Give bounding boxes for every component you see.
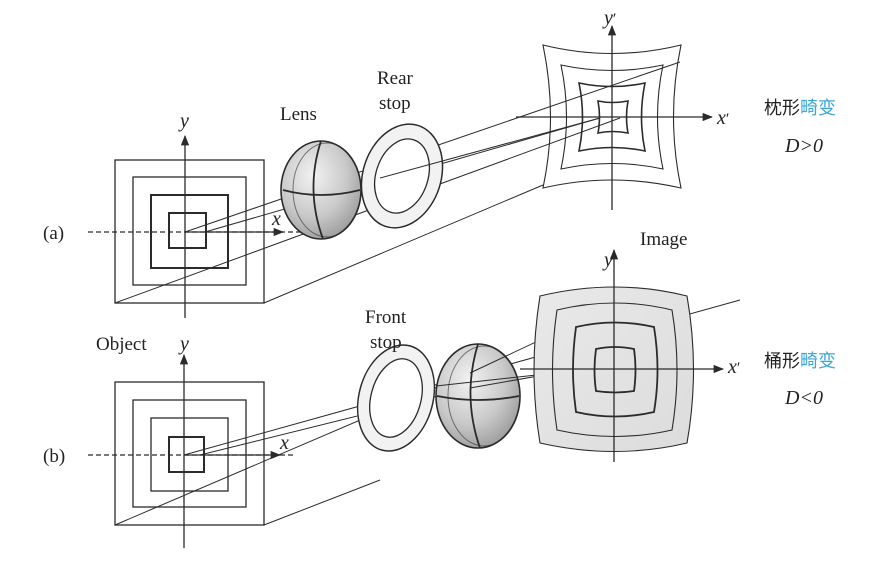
image-label: Image bbox=[640, 229, 687, 250]
x-axis-label-b: x bbox=[279, 432, 289, 454]
panel-a-label: (a) bbox=[43, 223, 64, 244]
panel-b: (b) Object Image Front stop y x y′ x′ 桶形… bbox=[43, 229, 836, 548]
lens-a bbox=[280, 140, 362, 240]
y-prime-label-a: y′ bbox=[602, 7, 616, 29]
pincushion-image bbox=[542, 44, 682, 189]
object-label: Object bbox=[96, 334, 147, 355]
front-stop-label-line1: Front bbox=[365, 307, 407, 328]
panel-b-label: (b) bbox=[43, 446, 65, 467]
x-prime-label-b: x′ bbox=[727, 356, 740, 378]
front-stop-b bbox=[356, 344, 436, 452]
front-stop-label-line2: stop bbox=[370, 332, 402, 353]
pincushion-caption: 枕形畸变 bbox=[764, 98, 836, 119]
lens-label: Lens bbox=[280, 104, 317, 125]
lens-b bbox=[435, 343, 521, 449]
x-axis-label-a: x bbox=[271, 208, 281, 230]
y-prime-label-b: y′ bbox=[602, 249, 616, 271]
rear-stop-a bbox=[360, 123, 444, 229]
object-grid-b bbox=[114, 381, 265, 526]
barrel-caption: 桶形畸变 bbox=[764, 351, 836, 372]
barrel-condition: D<0 bbox=[784, 387, 823, 409]
y-axis-label-a: y bbox=[178, 110, 189, 132]
x-prime-label-a: x′ bbox=[716, 107, 729, 129]
pincushion-condition: D>0 bbox=[784, 135, 823, 157]
y-axis-label-b: y bbox=[178, 333, 189, 355]
rear-stop-label-line1: Rear bbox=[377, 68, 414, 89]
panel-a: (a) Lens Rear stop y x y′ x′ 枕形畸变 D>0 bbox=[43, 7, 836, 318]
rear-stop-label-line2: stop bbox=[379, 93, 411, 114]
